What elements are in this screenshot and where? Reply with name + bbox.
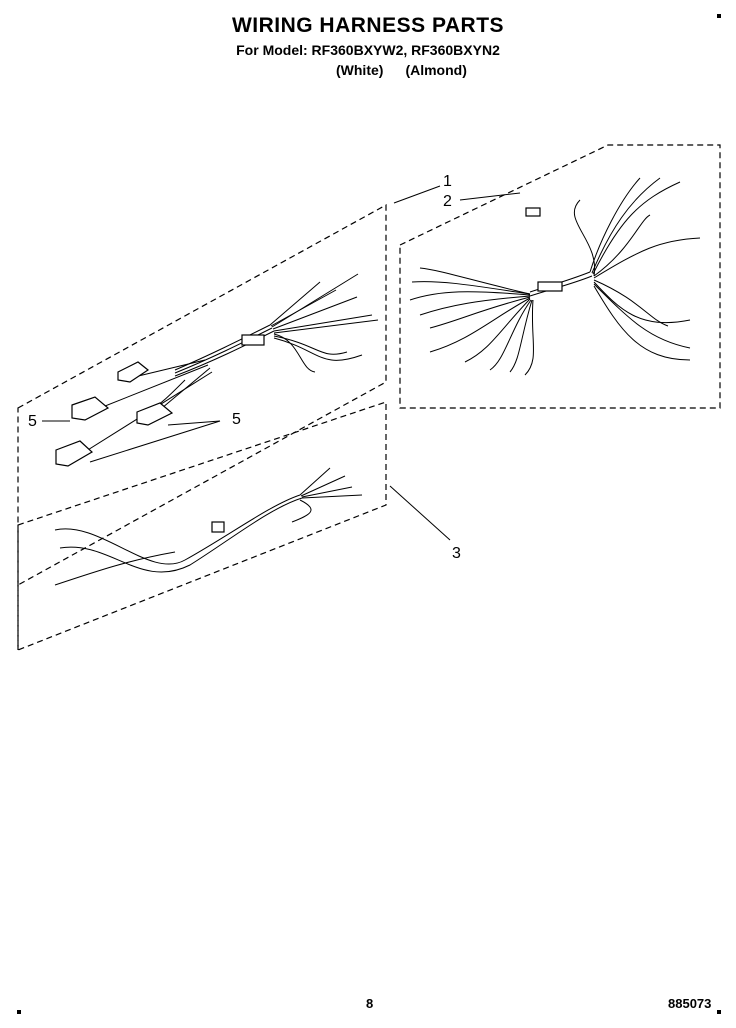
- harness-2-plug: [525, 207, 541, 217]
- box-harness-2: [399, 144, 721, 409]
- page-title: WIRING HARNESS PARTS: [231, 14, 505, 37]
- harness-2-sleeve: [537, 281, 563, 292]
- callout-2: 2: [443, 193, 452, 210]
- connector-5-d: [55, 440, 94, 467]
- corner-mark-bottom-right: [717, 1010, 721, 1014]
- connector-5-group: [55, 361, 174, 467]
- corner-mark-top-right: [717, 14, 721, 18]
- corner-mark-bottom-left: [17, 1010, 21, 1014]
- harness-1-sleeve: [241, 334, 265, 346]
- callout-5-left: 5: [28, 413, 37, 430]
- callout-5-right: 5: [232, 411, 241, 428]
- leader-lines: [42, 185, 521, 541]
- callout-1: 1: [443, 173, 452, 190]
- harness-3-sleeve: [211, 521, 225, 533]
- callout-3: 3: [452, 545, 461, 562]
- harness-3-wires: [54, 467, 363, 586]
- connector-5-b: [71, 396, 110, 421]
- connector-5-a: [117, 361, 150, 383]
- connector-5-c: [136, 402, 174, 426]
- harness-1-wires: [74, 273, 379, 459]
- color-variants: (White) (Almond): [336, 62, 467, 78]
- harness-2-wires: [409, 177, 701, 376]
- page-number: 8: [366, 996, 374, 1011]
- color-white-label: (White): [336, 62, 384, 78]
- box-harness-3: [17, 401, 387, 651]
- box-harness-1: [17, 203, 387, 587]
- reference-code: 885073: [668, 996, 712, 1011]
- color-almond-label: (Almond): [405, 62, 467, 78]
- model-subtitle: For Model: RF360BXYW2, RF360BXYN2: [236, 42, 500, 58]
